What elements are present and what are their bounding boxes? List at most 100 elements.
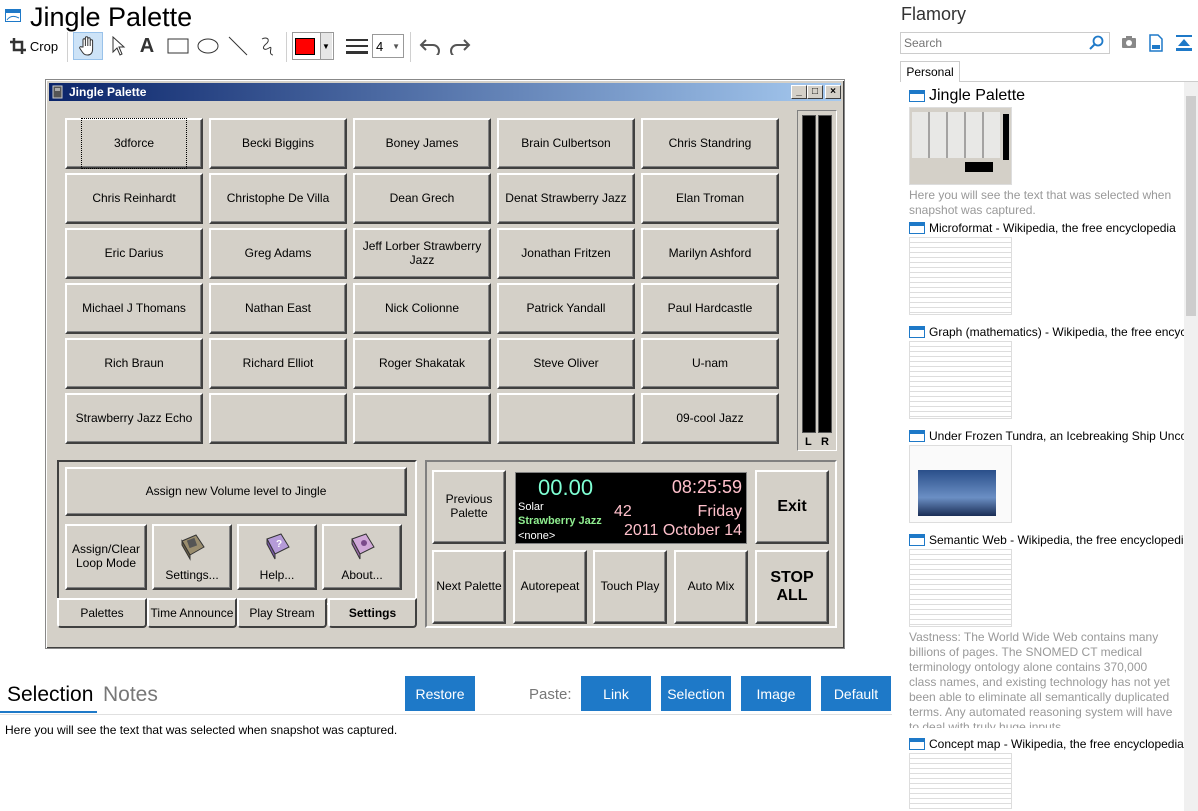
jingle-button[interactable]: U-nam xyxy=(641,338,779,389)
line-tool-button[interactable] xyxy=(224,32,252,60)
jingle-label: Boney James xyxy=(385,135,459,150)
jingle-button[interactable]: Richard Elliot xyxy=(209,338,347,389)
camera-icon[interactable] xyxy=(1121,35,1137,49)
tab-notes[interactable]: Notes xyxy=(103,683,158,706)
rectangle-tool-button[interactable] xyxy=(164,32,192,60)
snapshot-item[interactable]: Microformat - Wikipedia, the free encycl… xyxy=(909,221,1184,315)
jingle-button[interactable]: Patrick Yandall xyxy=(497,283,635,334)
window-icon xyxy=(909,534,925,546)
upload-icon[interactable] xyxy=(1175,34,1193,52)
exit-button[interactable]: Exit xyxy=(755,470,829,544)
tab-personal[interactable]: Personal xyxy=(900,61,960,82)
tab-time-announce[interactable]: Time Announce xyxy=(147,598,237,628)
jingle-button[interactable]: Chris Reinhardt xyxy=(65,173,203,224)
document-icon[interactable] xyxy=(1149,34,1163,52)
jingle-button[interactable]: Chris Standring xyxy=(641,118,779,169)
jingle-button[interactable]: Roger Shakatak xyxy=(353,338,491,389)
next-palette-label: Next Palette xyxy=(436,579,502,594)
hand-tool-button[interactable] xyxy=(73,32,103,60)
jingle-button[interactable]: Greg Adams xyxy=(209,228,347,279)
color-picker[interactable]: ▼ xyxy=(292,32,334,60)
jingle-button[interactable] xyxy=(353,393,491,444)
minimize-button[interactable]: _ xyxy=(791,85,807,99)
touch-play-label: Touch Play xyxy=(600,579,660,594)
jingle-button[interactable]: Jonathan Fritzen xyxy=(497,228,635,279)
snapshot-thumbnail xyxy=(909,753,1012,809)
next-palette-button[interactable]: Next Palette xyxy=(432,550,506,624)
jingle-button[interactable]: Christophe De Villa xyxy=(209,173,347,224)
tab-palettes[interactable]: Palettes xyxy=(57,598,147,628)
jingle-button[interactable]: Nathan East xyxy=(209,283,347,334)
tab-play-stream[interactable]: Play Stream xyxy=(237,598,327,628)
touch-play-button[interactable]: Touch Play xyxy=(593,550,667,624)
close-button[interactable]: × xyxy=(825,85,841,99)
snapshot-item[interactable]: Graph (mathematics) - Wikipedia, the fre… xyxy=(909,325,1184,419)
paste-default-button[interactable]: Default xyxy=(821,676,891,711)
maximize-button[interactable]: □ xyxy=(807,85,823,99)
ellipse-tool-button[interactable] xyxy=(194,32,222,60)
jingle-button[interactable]: Rich Braun xyxy=(65,338,203,389)
jingle-button[interactable]: Marilyn Ashford xyxy=(641,228,779,279)
tab-settings[interactable]: Settings xyxy=(328,598,417,628)
jingle-button[interactable]: Michael J Thomans xyxy=(65,283,203,334)
line-width-select[interactable]: 4 ▼ xyxy=(372,34,404,58)
jingle-label: Strawberry Jazz Echo xyxy=(75,410,193,425)
jingle-button[interactable]: Paul Hardcastle xyxy=(641,283,779,334)
jingle-button[interactable]: Brain Culbertson xyxy=(497,118,635,169)
jingle-button[interactable] xyxy=(209,393,347,444)
close-icon: × xyxy=(830,86,836,97)
search-input[interactable] xyxy=(904,34,1084,52)
stop-all-button[interactable]: STOP ALL xyxy=(755,550,829,624)
undo-button[interactable] xyxy=(416,32,444,60)
jingle-button[interactable]: Nick Colionne xyxy=(353,283,491,334)
search-icon[interactable] xyxy=(1089,35,1105,51)
assign-loop-button[interactable]: Assign/Clear Loop Mode xyxy=(65,524,147,590)
freehand-tool-button[interactable] xyxy=(254,32,282,60)
settings-button[interactable]: Settings... xyxy=(152,524,232,590)
paste-selection-button[interactable]: Selection xyxy=(661,676,731,711)
assign-loop-label: Assign/Clear Loop Mode xyxy=(72,542,141,570)
jingle-button[interactable]: Jeff Lorber Strawberry Jazz xyxy=(353,228,491,279)
crop-button[interactable]: Crop xyxy=(6,32,62,60)
snapshot-item[interactable]: Semantic Web - Wikipedia, the free encyc… xyxy=(909,533,1184,728)
jingle-label: Chris Reinhardt xyxy=(92,190,176,205)
tab-label: Play Stream xyxy=(249,606,315,620)
snapshot-item[interactable]: Jingle Palette Here you will see the tex… xyxy=(909,87,1184,218)
previous-palette-button[interactable]: Previous Palette xyxy=(432,470,506,544)
snapshot-item[interactable]: Concept map - Wikipedia, the free encycl… xyxy=(909,737,1184,809)
jingle-button[interactable] xyxy=(497,393,635,444)
snapshot-item[interactable]: Under Frozen Tundra, an Icebreaking Ship… xyxy=(909,429,1184,523)
jingle-button[interactable]: Becki Biggins xyxy=(209,118,347,169)
paste-image-button[interactable]: Image xyxy=(741,676,811,711)
assign-volume-button[interactable]: Assign new Volume level to Jingle xyxy=(65,467,407,516)
select-tool-button[interactable] xyxy=(106,32,132,60)
jingle-button[interactable]: Eric Darius xyxy=(65,228,203,279)
jingle-button[interactable]: Dean Grech xyxy=(353,173,491,224)
help-button[interactable]: ? Help... xyxy=(237,524,317,590)
jingle-button[interactable]: 3dforce xyxy=(65,117,203,170)
redo-button[interactable] xyxy=(446,32,474,60)
jingle-label: Michael J Thomans xyxy=(82,300,186,315)
jingle-button[interactable]: Elan Troman xyxy=(641,173,779,224)
auto-mix-button[interactable]: Auto Mix xyxy=(674,550,748,624)
freehand-icon xyxy=(261,37,274,56)
about-button[interactable]: About... xyxy=(322,524,402,590)
autorepeat-button[interactable]: Autorepeat xyxy=(513,550,587,624)
restore-button[interactable]: Restore xyxy=(405,676,475,711)
vu-bar-left xyxy=(802,115,816,433)
paste-link-button[interactable]: Link xyxy=(581,676,651,711)
jingle-label: U-nam xyxy=(691,355,728,370)
search-box xyxy=(900,32,1110,54)
jingle-button[interactable]: Boney James xyxy=(353,118,491,169)
jingle-button[interactable]: Strawberry Jazz Echo xyxy=(65,393,203,444)
tab-selection[interactable]: Selection xyxy=(7,683,94,706)
text-tool-button[interactable]: A xyxy=(135,32,159,60)
jingle-label: 09-cool Jazz xyxy=(676,410,744,425)
chevron-down-icon: ▼ xyxy=(319,33,332,59)
jingle-button[interactable]: 09-cool Jazz xyxy=(641,393,779,444)
jingle-button[interactable]: Denat Strawberry Jazz xyxy=(497,173,635,224)
scrollbar-thumb[interactable] xyxy=(1186,96,1196,316)
line-width-button[interactable] xyxy=(343,32,371,60)
jingle-label: Patrick Yandall xyxy=(526,300,606,315)
jingle-button[interactable]: Steve Oliver xyxy=(497,338,635,389)
